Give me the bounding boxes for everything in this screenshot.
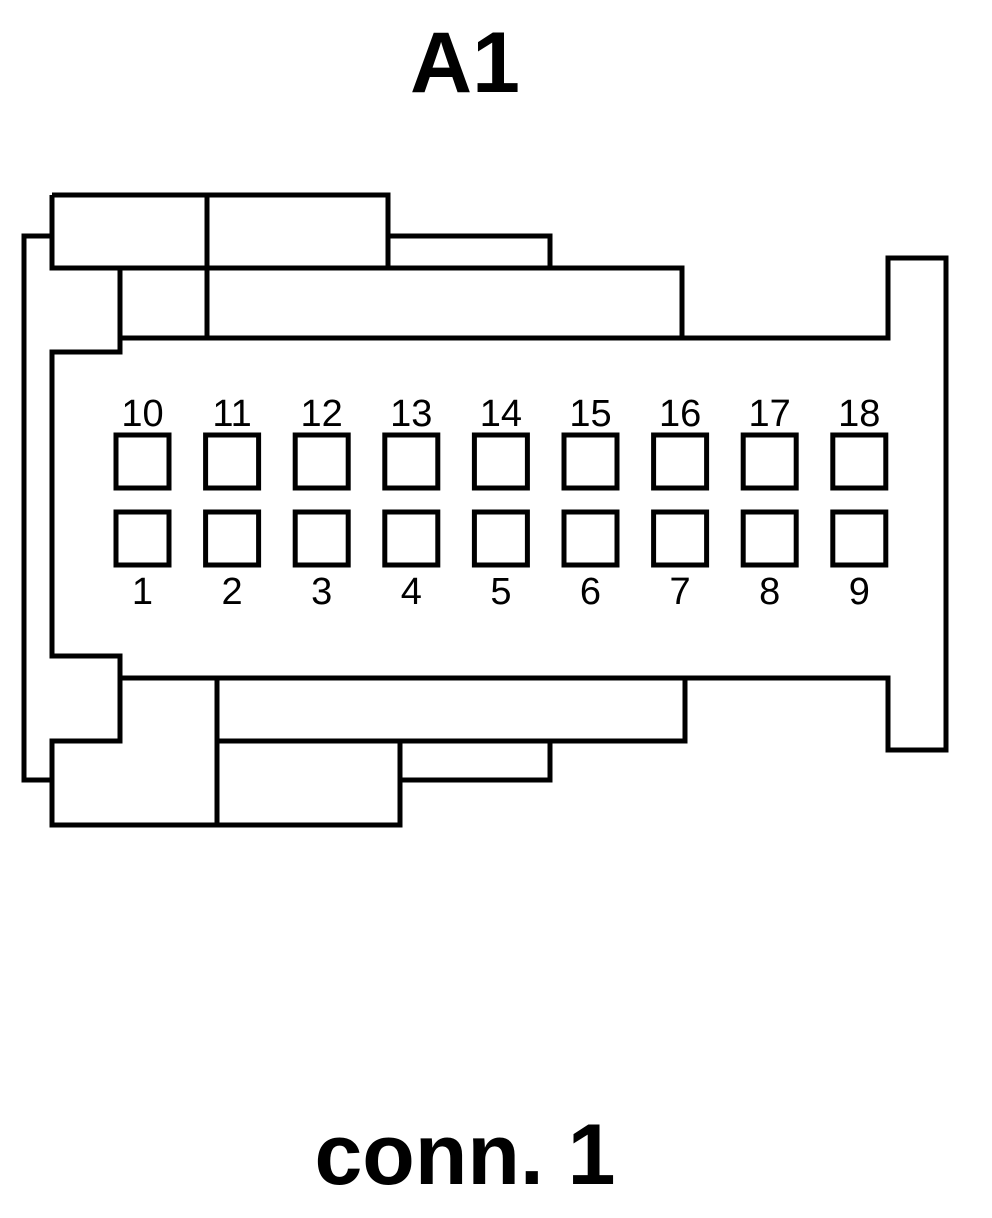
pin-bottom-label: 5 [490,571,511,613]
pin-bottom-label: 8 [759,571,780,613]
pin-top-cavity [382,432,441,491]
pin-bottom-label: 4 [401,571,422,613]
pin-bottom-label: 7 [670,571,691,613]
pin-top-label: 18 [838,393,880,435]
pin-top-label: 11 [212,393,251,435]
pin-bottom-cavity [561,509,620,568]
pin-bottom-cavity [113,509,172,568]
lower-step-2 [217,678,688,744]
pin-top-cavity [113,432,172,491]
pin-top-label: 10 [121,393,163,435]
pin-bottom-cavity [651,509,710,568]
pin-top-label: 15 [569,393,611,435]
pin-bottom-label: 3 [311,571,332,613]
pin-bottom-label: 2 [222,571,243,613]
pin-bottom-cavity [292,509,351,568]
pin-bottom-cavity [382,509,441,568]
pin-top-label: 13 [390,393,432,435]
left-rail [21,233,52,783]
pin-top-cavity [471,432,530,491]
pin-top-label: 14 [480,393,522,435]
connector-id-label: A1 [410,15,520,111]
pin-top-cavity [292,432,351,491]
pin-top-label: 17 [749,393,791,435]
housing-left [49,338,123,678]
connector-caption: conn. 1 [314,1107,616,1203]
pin-bottom-label: 6 [580,571,601,613]
pin-top-cavity [203,432,262,491]
pin-bottom-cavity [830,509,889,568]
upper-step-1 [388,233,553,271]
pin-top-cavity [830,432,889,491]
pin-top-label: 12 [301,393,343,435]
pin-bottom-cavity [471,509,530,568]
pin-top-cavity [561,432,620,491]
pin-bottom-cavity [740,509,799,568]
lower-step-1 [400,738,553,783]
housing-body [120,255,949,753]
bottom-pin-row: 1 2 3 4 5 6 7 8 9 [113,509,889,613]
top-pin-row: 10 11 12 13 14 15 16 17 18 [113,393,889,491]
pin-bottom-cavity [203,509,262,568]
upper-step-2 [550,265,685,338]
pin-top-cavity [740,432,799,491]
pin-top-label: 16 [659,393,701,435]
pin-top-cavity [651,432,710,491]
upper-latch [49,192,391,338]
pin-bottom-label: 1 [132,571,153,613]
lower-latch [49,678,403,828]
pin-bottom-label: 9 [849,571,870,613]
